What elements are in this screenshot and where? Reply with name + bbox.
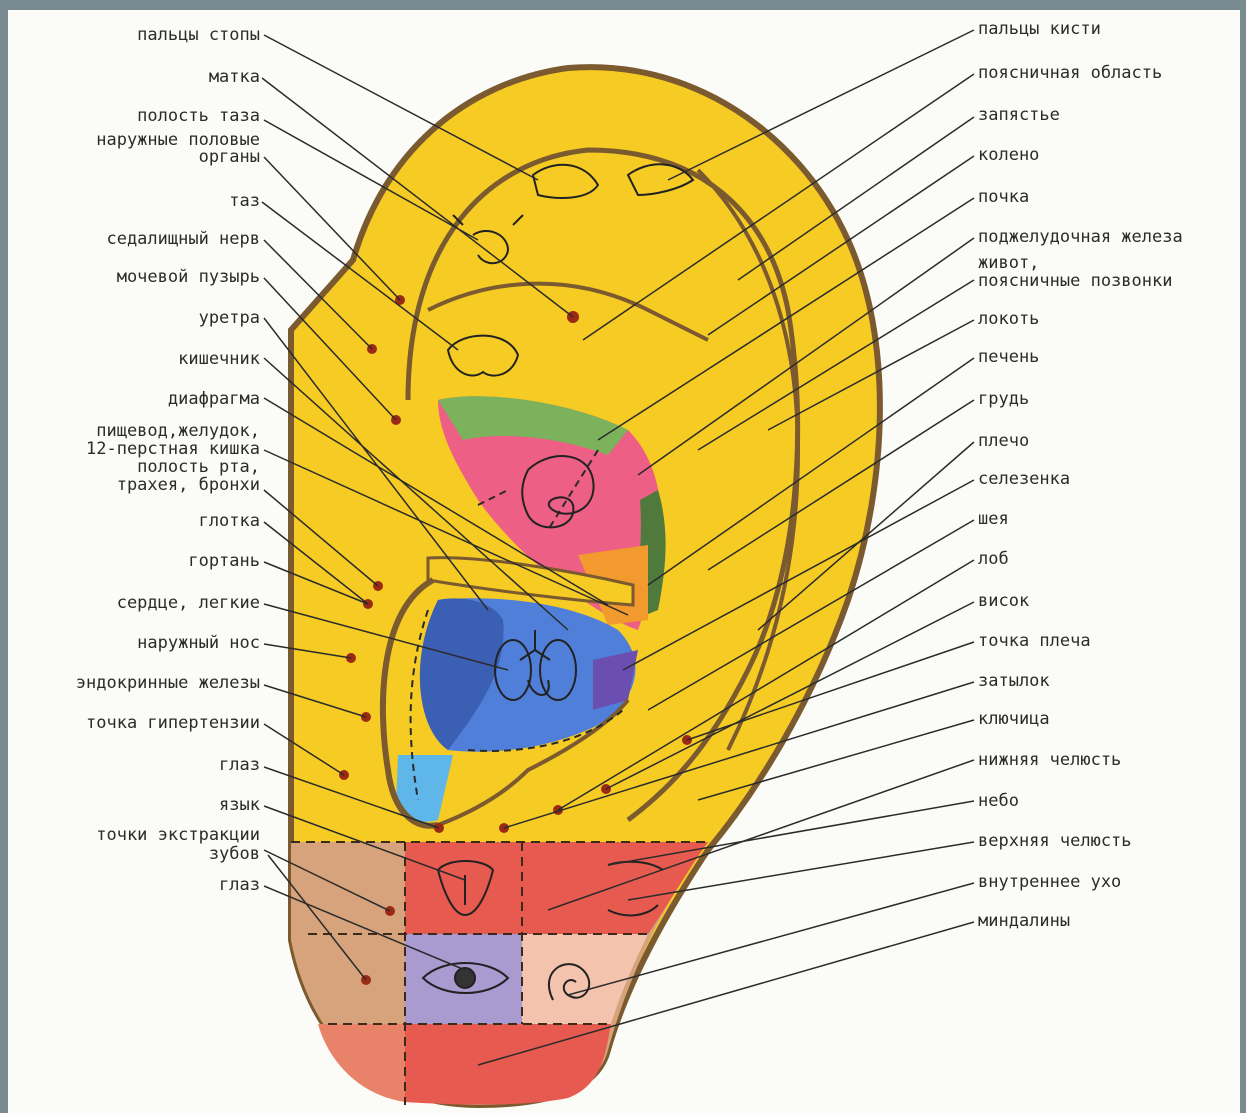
label-pelvic-cavity: полость таза bbox=[137, 106, 260, 126]
label-heart-lungs: сердце, легкие bbox=[117, 593, 260, 613]
label-lower-jaw: нижняя челюсть bbox=[978, 750, 1121, 770]
label-tooth-extraction-2: зубов bbox=[209, 844, 260, 864]
label-hypertension: точка гипертензии bbox=[86, 713, 260, 733]
auricular-map-diagram: пальцы стопы матка полость таза наружные… bbox=[8, 10, 1240, 1113]
label-tonsils: миндалины bbox=[978, 911, 1070, 931]
label-shoulder-point: точка плеча bbox=[978, 631, 1091, 651]
label-oral-cavity: полость рта, bbox=[137, 457, 260, 477]
label-intestine: кишечник bbox=[178, 349, 260, 369]
label-external-genitals-2: органы bbox=[199, 147, 260, 167]
label-occiput: затылок bbox=[978, 671, 1050, 691]
label-kidney: почка bbox=[978, 187, 1029, 207]
label-pharynx: глотка bbox=[199, 511, 260, 531]
label-trachea: трахея, бронхи bbox=[117, 475, 260, 495]
label-endocrine: эндокринные железы bbox=[76, 673, 260, 693]
label-duodenum: 12-перстная кишка bbox=[86, 439, 260, 459]
label-shoulder: плечо bbox=[978, 431, 1029, 451]
label-spleen: селезенка bbox=[978, 469, 1070, 489]
lobe-cell-left-bottom bbox=[318, 1024, 405, 1102]
label-fingers: пальцы кисти bbox=[978, 19, 1101, 39]
label-urethra: уретра bbox=[199, 308, 260, 328]
labels-left: пальцы стопы матка полость таза наружные… bbox=[76, 25, 260, 895]
label-diaphragm: диафрагма bbox=[168, 389, 260, 409]
label-pelvis: таз bbox=[229, 191, 260, 211]
label-chest: грудь bbox=[978, 389, 1029, 409]
label-esophagus: пищевод,желудок, bbox=[96, 421, 260, 441]
label-upper-jaw: верхняя челюсть bbox=[978, 831, 1132, 851]
label-liver: печень bbox=[978, 347, 1039, 367]
label-uterus: матка bbox=[209, 67, 260, 87]
label-abdomen: живот, bbox=[978, 253, 1039, 273]
label-tooth-extraction: точки экстракции bbox=[96, 825, 260, 845]
label-wrist: запястье bbox=[978, 105, 1060, 125]
label-eye-2: глаз bbox=[219, 875, 260, 895]
label-lumbar: поясничная область bbox=[978, 63, 1162, 83]
label-palate: небо bbox=[978, 791, 1019, 811]
label-external-nose: наружный нос bbox=[137, 633, 260, 653]
label-pancreas: поджелудочная железа bbox=[978, 227, 1183, 247]
lobe-cell-tongue bbox=[405, 842, 522, 934]
label-neck: шея bbox=[978, 509, 1009, 529]
label-lumbar-vertebrae: поясничные позвонки bbox=[978, 271, 1172, 291]
label-clavicle: ключица bbox=[978, 709, 1050, 729]
label-toes: пальцы стопы bbox=[137, 25, 260, 45]
label-forehead: лоб bbox=[978, 549, 1009, 569]
labels-right: пальцы кисти поясничная область запястье… bbox=[978, 19, 1183, 931]
label-knee: колено bbox=[978, 145, 1039, 165]
label-elbow: локоть bbox=[978, 309, 1039, 329]
label-eye-1: глаз bbox=[219, 755, 260, 775]
label-larynx: гортань bbox=[188, 551, 260, 571]
label-temple: висок bbox=[978, 591, 1029, 611]
label-tongue: язык bbox=[219, 795, 260, 815]
label-bladder: мочевой пузырь bbox=[117, 267, 260, 287]
label-sciatic-nerve: седалищный нерв bbox=[106, 229, 260, 249]
diagram-frame: пальцы стопы матка полость таза наружные… bbox=[8, 10, 1240, 1113]
label-inner-ear: внутреннее ухо bbox=[978, 872, 1121, 892]
